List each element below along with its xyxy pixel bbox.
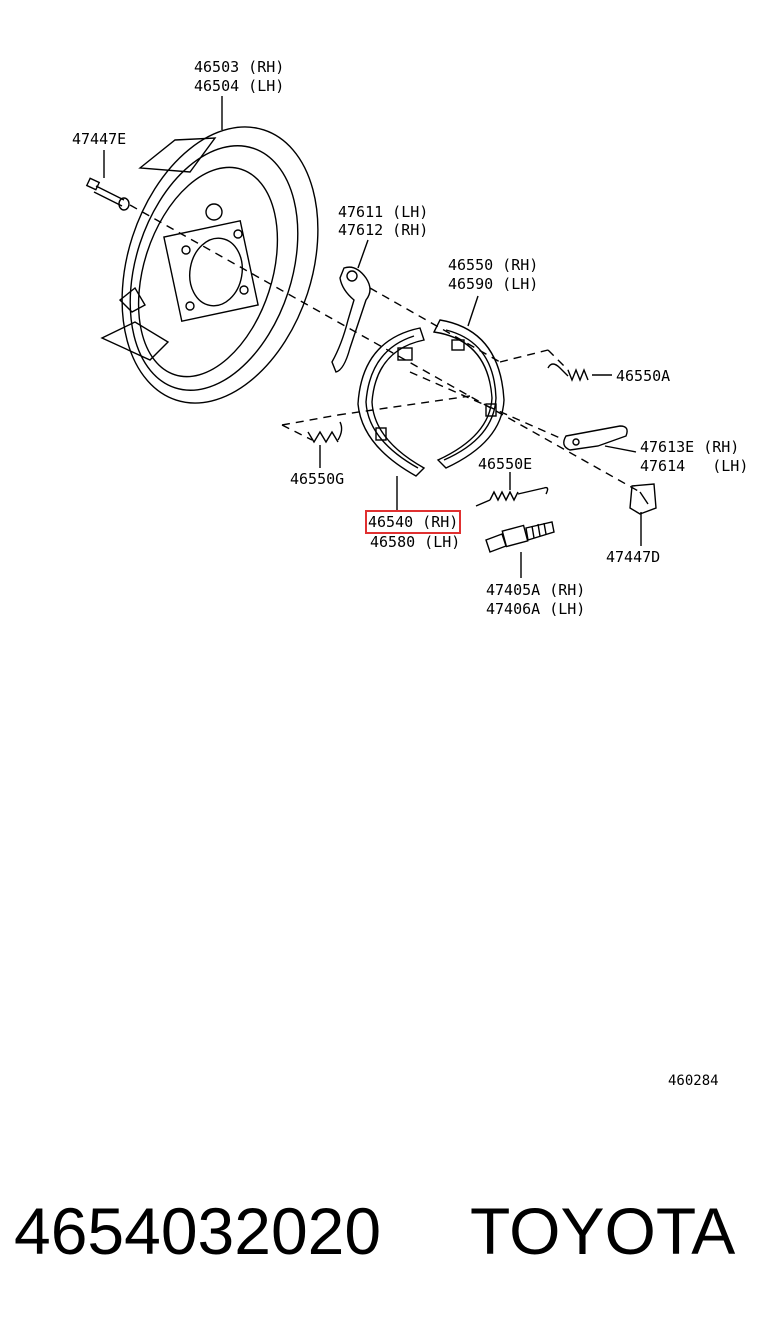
lever-47611-drawing [331,266,371,373]
leader-47611 [357,239,369,269]
label-47612: 47612 (RH) [338,221,429,239]
brand-name: TOYOTA [470,1194,736,1268]
label-46540-highlighted[interactable]: 46540 (RH) [364,510,462,534]
diagram-reference-number: 460284 [668,1073,719,1089]
label-47447d: 47447D [606,548,661,566]
label-47406a: 47406A (LH) [486,600,586,618]
adjuster-lever-47613e-drawing [563,425,628,451]
spring-46550g-drawing [307,421,343,444]
bolt-47447e-drawing [85,177,130,211]
label-46580: 46580 (LH) [370,533,461,551]
shoe-46550-drawing [432,319,505,469]
label-47447e: 47447E [72,130,127,148]
adjuster-47405a-drawing [485,521,555,553]
label-46503: 46503 (RH) [194,58,285,76]
spring-46550e-drawing [475,486,549,507]
label-47611: 47611 (LH) [338,203,429,221]
pin-47447d-drawing [629,483,657,515]
label-47613e: 47613E (RH) [640,438,740,456]
shoe-46540-drawing [357,327,426,477]
label-46550e: 46550E [478,455,533,473]
spring-46550a-drawing [547,363,589,382]
leader-47613e [604,445,637,453]
label-47614: 47614 (LH) [640,457,749,475]
label-46504: 46504 (LH) [194,77,285,95]
backing-plate-drawing [100,126,319,404]
label-47405a: 47405A (RH) [486,581,586,599]
assembly-lines [129,204,641,493]
label-46550: 46550 (RH) [448,256,539,274]
label-46550a: 46550A [616,367,671,385]
leader-46550 [467,295,479,327]
label-46550g: 46550G [290,470,345,488]
part-number: 4654032020 [14,1194,382,1268]
label-46590: 46590 (LH) [448,275,539,293]
